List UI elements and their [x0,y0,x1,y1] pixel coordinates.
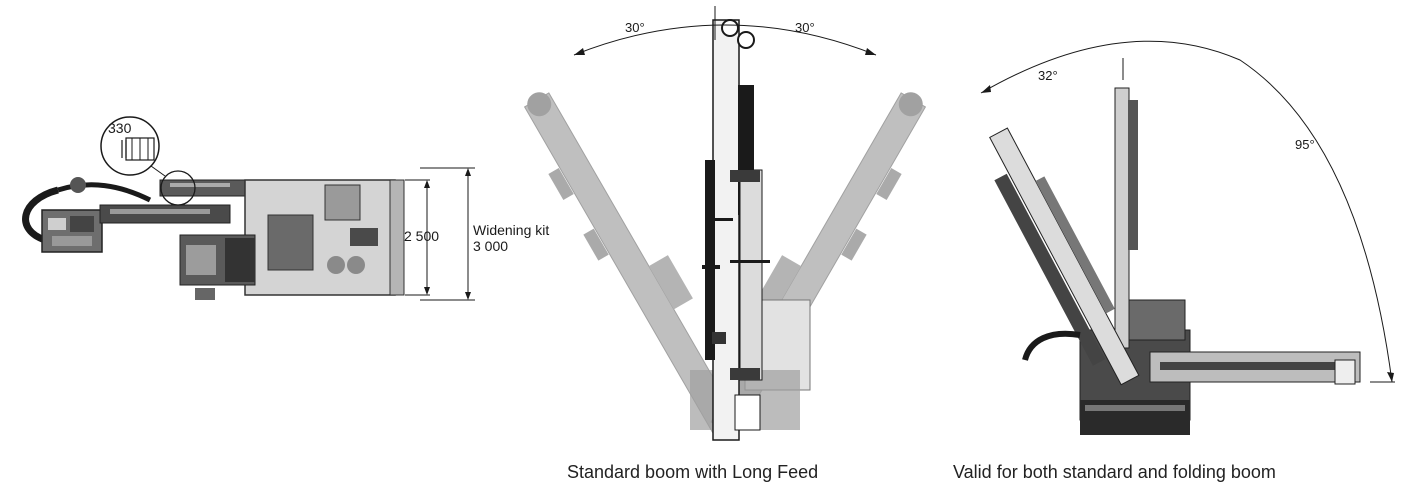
side-view-caption: Valid for both standard and folding boom [953,462,1276,482]
side-angle-large: 95° [1295,137,1315,152]
width-2500-label: 2 500 [404,228,440,244]
widening-kit-value: 3 000 [473,238,509,254]
top-view-drawing [22,116,475,301]
side-angle-small: 32° [1038,68,1058,83]
front-view-caption: Standard boom with Long Feed [567,462,819,482]
front-angle-right: 30° [795,20,815,35]
widening-kit-label: Widening kit [473,222,550,238]
front-angle-left: 30° [625,20,645,35]
detail-330-label: 330 [108,120,132,136]
side-view-drawing [980,40,1395,435]
front-view-drawing [523,6,927,441]
